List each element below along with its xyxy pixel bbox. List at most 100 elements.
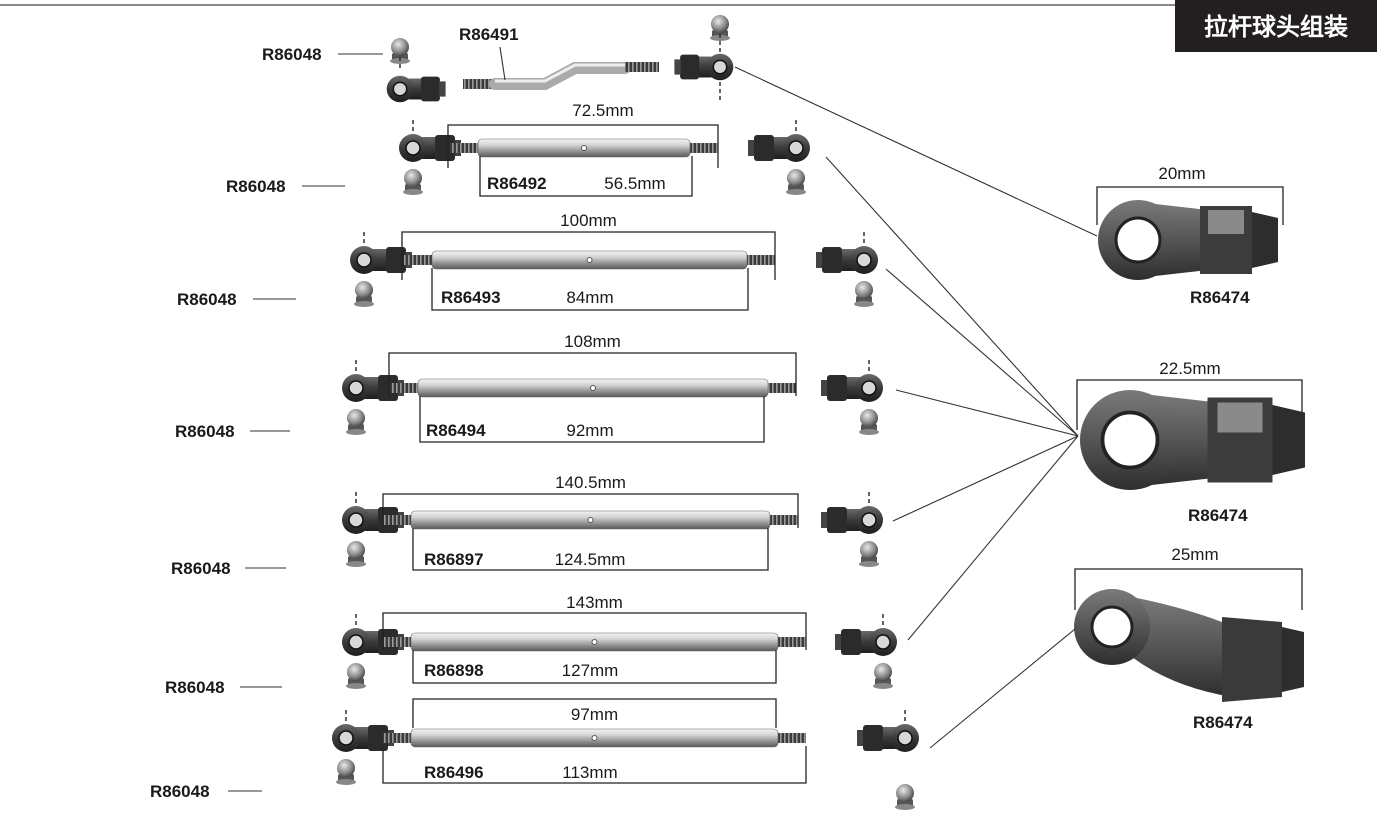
rod-end [835,628,897,656]
tie-rod [390,378,796,398]
length-bracket [382,612,807,650]
thread-length-label: 124.5mm [555,550,626,569]
header-banner: 拉杆球头组装 [1175,0,1377,52]
rod-end [821,506,883,534]
ball-stud [859,409,879,435]
rod-end [399,134,461,162]
rod-part-label: R86491 [459,25,519,44]
size-bracket [1076,379,1303,430]
tie-rod [450,138,718,158]
length-label: 108mm [564,332,621,351]
thread-bracket [382,746,807,784]
rod-end [674,53,734,81]
ball-stud [859,541,879,567]
rod-end-part-label: R86474 [1188,506,1248,525]
size-label: 20mm [1158,164,1205,183]
rod-end [748,134,810,162]
tie-rod [404,250,775,270]
ball-stud [336,759,356,785]
size-bracket [1096,186,1284,225]
ball-stud [346,409,366,435]
thread-bracket [419,396,765,443]
leader-line [929,628,1076,749]
rod-end-part-label: R86474 [1193,713,1253,732]
rod-end [816,246,878,274]
ball-stud-label: R86048 [171,559,231,578]
thread-bracket [412,528,769,571]
leader-line [907,435,1079,641]
rod-end [857,724,919,752]
thread-length-label: 127mm [562,661,619,680]
length-label: 140.5mm [555,473,626,492]
ball-stud [346,663,366,689]
thread-length-label: 92mm [566,421,613,440]
length-bracket [388,352,797,396]
leader-line [825,156,1079,437]
length-bracket [412,698,777,728]
rod-part-label: R86493 [441,288,501,307]
thread-length-label: 84mm [566,288,613,307]
ball-stud [403,169,423,195]
tie-rod [383,632,806,652]
length-bracket [401,231,776,280]
rod-part-leader [499,46,506,81]
ball-stud [873,663,893,689]
rod-part-label: R86496 [424,763,484,782]
thread-length-label: 56.5mm [604,174,665,193]
leader-line [895,389,1079,437]
size-label: 22.5mm [1159,359,1220,378]
ball-stud-label: R86048 [177,290,237,309]
ball-stud-label: R86048 [150,782,210,801]
length-label: 72.5mm [572,101,633,120]
thread-length-label: 113mm [562,763,617,782]
leader-line [885,268,1079,437]
tie-rod [383,510,798,530]
thread-bracket [412,650,777,684]
rod-part-label: R86898 [424,661,484,680]
length-label: 97mm [571,705,618,724]
length-label: 143mm [566,593,623,612]
tie-rod [383,728,806,748]
rod-part-label: R86492 [487,174,547,193]
rod-end-shape [1098,200,1278,280]
ball-stud-label: R86048 [165,678,225,697]
bent-link [463,62,659,90]
ball-stud [786,169,806,195]
ball-stud [854,281,874,307]
rod-end [386,75,446,103]
thread-bracket [431,268,749,311]
length-bracket [447,124,719,168]
rod-part-label: R86897 [424,550,484,569]
rod-end [332,724,394,752]
size-bracket [1074,568,1303,610]
size-label: 25mm [1171,545,1218,564]
header-title: 拉杆球头组装 [1204,13,1348,41]
leader-line [734,66,1098,237]
ball-stud-label: R86048 [226,177,286,196]
ball-stud [895,784,915,810]
rod-end [350,246,412,274]
rod-end-part-label: R86474 [1190,288,1250,307]
thread-bracket [479,156,693,197]
ball-stud [346,541,366,567]
ball-stud [354,281,374,307]
rod-end-shape [1080,390,1305,490]
length-label: 100mm [560,211,617,230]
ball-stud-label: R86048 [262,45,322,64]
length-bracket [382,493,799,528]
ball-stud-label: R86048 [175,422,235,441]
rod-part-label: R86494 [426,421,486,440]
rod-end-shape [1074,589,1304,702]
leader-line [892,435,1079,522]
rod-end [821,374,883,402]
